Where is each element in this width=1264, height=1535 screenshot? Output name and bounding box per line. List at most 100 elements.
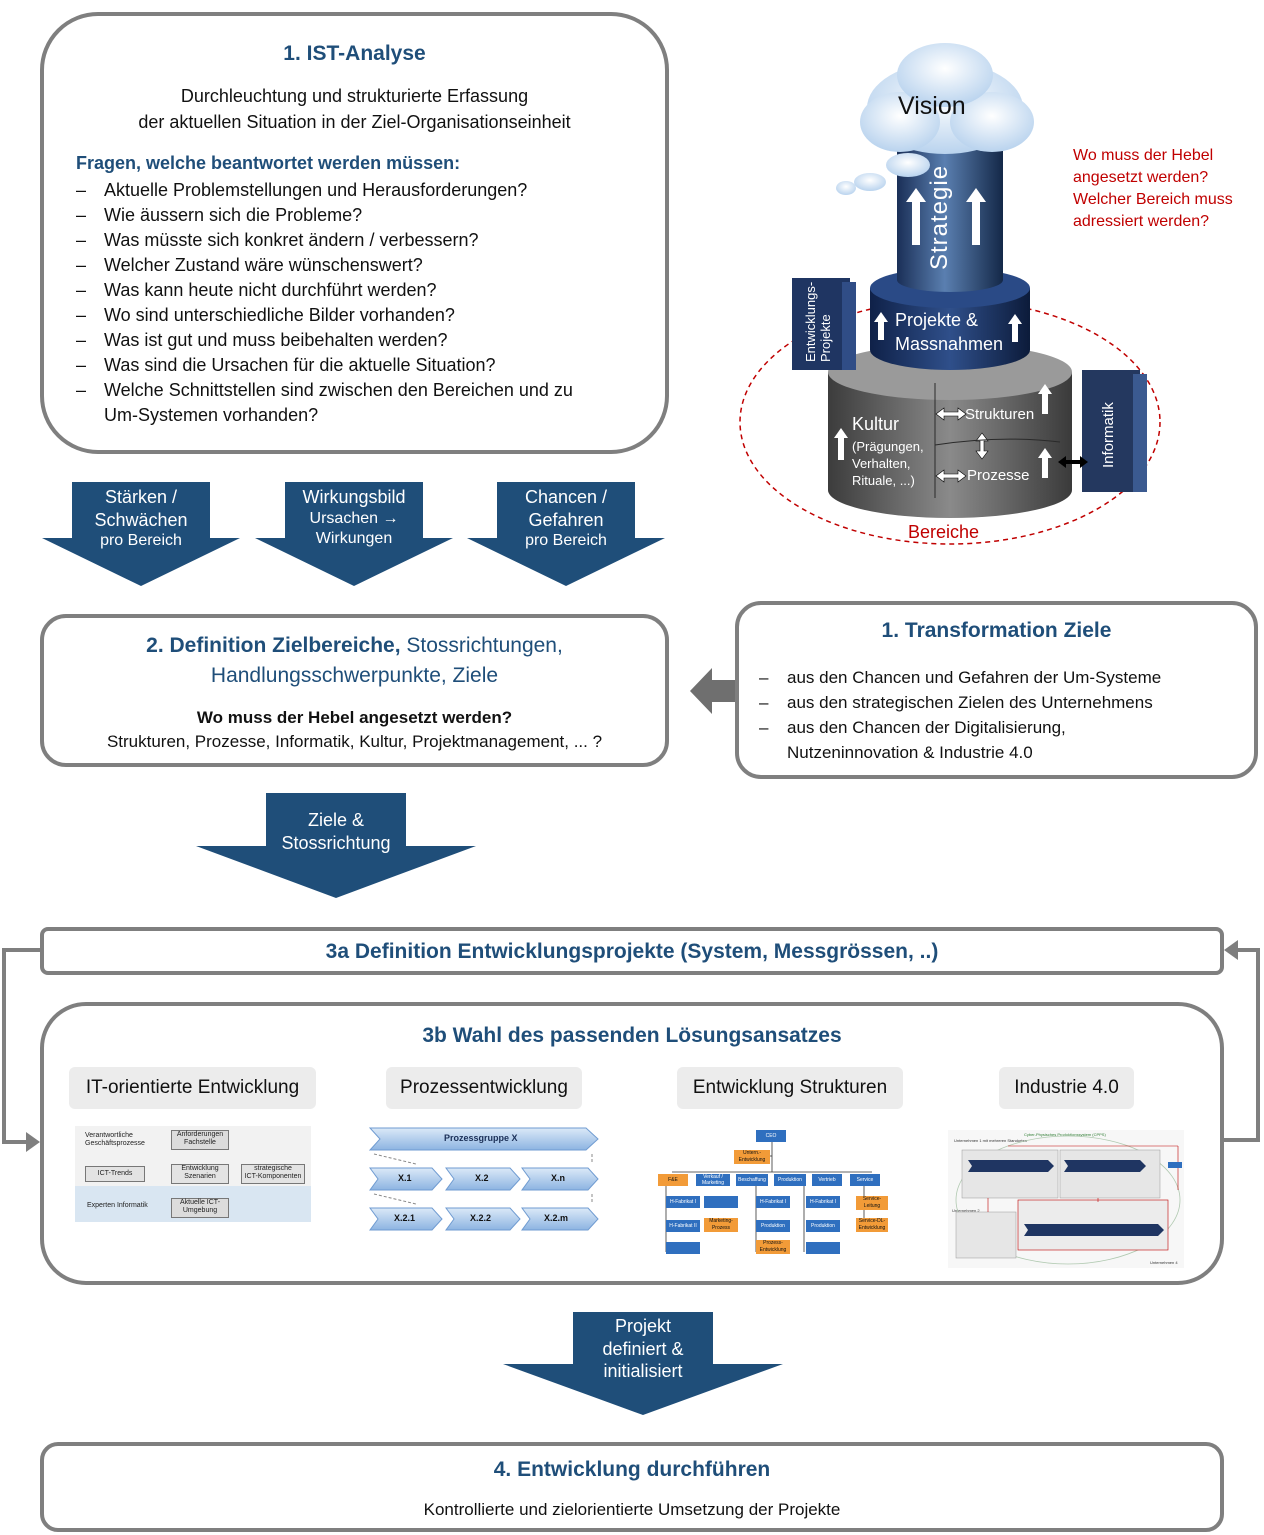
definition-question: Wo muss der Hebel angesetzt werden? <box>196 708 513 727</box>
arrow-line: Wirkungsbild <box>302 487 406 507</box>
step-4-title: 4. Entwicklung durchführen <box>493 1458 771 1481</box>
transformation-title: 1. Transformation Ziele <box>881 619 1112 642</box>
question-item: Was kann heute nicht durchführt werden? <box>76 278 645 303</box>
org-structure-thumbnail: CEO Untern.- Entwicklung F&E Verkauf / M… <box>656 1126 892 1258</box>
org-text: Entwicklung <box>738 1157 766 1163</box>
step-4-subtitle: Kontrollierte und zielorientierte Umsetz… <box>423 1500 841 1519</box>
org-box: F&E <box>658 1174 688 1186</box>
process-group-label: Prozessgruppe X <box>444 1133 518 1143</box>
org-box: Produktion <box>806 1220 840 1232</box>
org-text: Leitung <box>863 1203 881 1209</box>
transformation-list: aus den Chancen und Gefahren der Um-Syst… <box>759 665 1244 765</box>
org-box: Service <box>850 1174 880 1186</box>
feedback-loop-lines <box>2 940 1260 1152</box>
question-item: Was müsste sich konkret ändern / verbess… <box>76 228 645 253</box>
thumb-text: Fachstelle <box>184 1139 216 1146</box>
process-step-label: X.n <box>551 1173 566 1183</box>
question-item: Aktuelle Problemstellungen und Herausfor… <box>76 178 645 203</box>
arrow-line: definiert & <box>602 1338 684 1359</box>
org-text: Marketing <box>702 1180 724 1186</box>
arrow-line: pro Bereich <box>100 532 182 549</box>
thumb-text: ICT-Trends <box>85 1166 145 1182</box>
question-item: Wo sind unterschiedliche Bilder vorhande… <box>76 303 645 328</box>
step-3b-title: 3b Wahl des passenden Lösungsansatzes <box>422 1024 842 1047</box>
question-item: Was sind die Ursachen für die aktuelle S… <box>76 353 645 378</box>
ist-title: 1. IST-Analyse <box>283 42 426 65</box>
org-text: Entwicklung <box>858 1225 886 1231</box>
thumb-text: strategische <box>254 1165 292 1172</box>
ist-subtitle-1: Durchleuchtung und strukturierte Erfassu… <box>180 86 529 106</box>
process-step-label: X.1 <box>398 1173 412 1183</box>
thumb-text: Anforderungen <box>176 1131 224 1138</box>
approach-industry-4-0: Industrie 4.0 <box>999 1067 1134 1109</box>
process-step-label: X.2 <box>475 1173 489 1183</box>
thumb-text: Aktuelle ICT- <box>179 1199 221 1206</box>
left-arrow-icon <box>690 668 736 714</box>
approach-structures: Entwicklung Strukturen <box>677 1067 903 1109</box>
questions-list: Aktuelle Problemstellungen und Herausfor… <box>76 178 645 428</box>
approach-process-development: Prozessentwicklung <box>386 1067 582 1109</box>
culture-sub-3: Rituale, ...) <box>852 473 915 488</box>
arrow-opportunities-risks: Chancen / Gefahren pro Bereich <box>467 482 665 586</box>
transformation-item: aus den Chancen der Digitalisierung, <box>759 715 1244 740</box>
transformation-box: 1. Transformation Ziele aus den Chancen … <box>735 601 1258 779</box>
down-arrow-shape <box>467 482 665 586</box>
arrow-line: Chancen / <box>524 487 608 507</box>
culture-sub-1: (Prägungen, <box>852 439 924 454</box>
culture-sub: (Prägungen, Verhalten, Rituale, ...) <box>852 438 924 489</box>
process-step-label: X.2.1 <box>394 1213 416 1223</box>
question-item: Wie äussern sich die Probleme? <box>76 203 645 228</box>
question-item-continued: Um-Systemen vorhanden? <box>104 405 319 425</box>
org-connectors <box>665 1142 872 1252</box>
arrow-line: pro Bereich <box>525 532 607 549</box>
down-arrow-shape <box>503 1312 783 1415</box>
lever-question-red: Wo muss der Hebel angesetzt werden? Welc… <box>1073 145 1233 233</box>
structures-label: Strukturen <box>965 406 1035 423</box>
org-text: Marketing- <box>709 1218 733 1224</box>
arrow-line: Ziele & <box>307 810 365 830</box>
question-item: Welcher Zustand wäre wünschenswert? <box>76 253 645 278</box>
thumb-text: Cyber-Physisches Produktionssystem (CPPS… <box>1024 1132 1106 1137</box>
development-projects-label: Entwicklungs- Projekte <box>803 282 833 362</box>
definition-box: 2. Definition Zielbereiche, Stossrichtun… <box>40 614 669 767</box>
arrow-line: Projekt <box>614 1316 672 1336</box>
org-box: Vertrieb <box>812 1174 842 1186</box>
arrow-line: Wirkungen <box>315 529 393 547</box>
step-3a-title: 3a Definition Entwicklungsprojekte (Syst… <box>325 940 939 963</box>
thumb-text: Verantwortliche <box>85 1132 133 1139</box>
question-item: Welche Schnittstellen sind zwischen den … <box>76 378 645 403</box>
thumb-text: Entwicklung <box>181 1165 219 1172</box>
ist-analysis-box: 1. IST-Analyse Durchleuchtung und strukt… <box>40 12 669 454</box>
step-3a-box: 3a Definition Entwicklungsprojekte (Syst… <box>40 927 1224 975</box>
transformation-item: aus den strategischen Zielen des Unterne… <box>759 690 1244 715</box>
arrow-line: initialisiert <box>603 1361 683 1381</box>
development-projects-line2: Projekte <box>818 314 833 362</box>
vision-label: Vision <box>898 92 966 120</box>
org-text: Service-DL- <box>858 1218 886 1224</box>
org-box: H-Fabrikat I <box>806 1196 840 1208</box>
it-development-thumbnail: Verantwortliche Geschäftsprozesse Anford… <box>75 1126 311 1222</box>
lever-question-line: adressiert werden? <box>1073 213 1210 230</box>
org-text: Prozess- <box>763 1240 783 1246</box>
areas-label: Bereiche <box>908 522 980 542</box>
lever-question-line: angesetzt werden? <box>1073 169 1209 186</box>
thumb-text: Experten Informatik <box>87 1202 148 1209</box>
strategy-label: Strategie <box>926 164 953 270</box>
org-text: Prozess <box>711 1225 731 1231</box>
arrow-goals-direction: Ziele & Stossrichtung <box>196 793 476 898</box>
org-text: Untern.- <box>742 1150 762 1156</box>
strategy-pillar-graphic <box>739 43 1161 545</box>
arrow-strengths-weaknesses: Stärken / Schwächen pro Bereich <box>42 482 240 586</box>
down-arrow-shape <box>255 482 453 586</box>
industry-4-0-thumbnail: Cyber-Physisches Produktionssystem (CPPS… <box>948 1130 1184 1268</box>
definition-areas: Strukturen, Prozesse, Informatik, Kultur… <box>106 732 603 751</box>
definition-title-bold: 2. Definition Zielbereiche, <box>146 634 401 657</box>
arrow-line: Schwächen <box>94 509 188 530</box>
org-box: Beschaffung <box>736 1174 768 1186</box>
informatics-label: Informatik <box>1100 402 1117 468</box>
transformation-item: aus den Chancen und Gefahren der Um-Syst… <box>759 665 1244 690</box>
process-step-label: X.2.m <box>544 1213 569 1223</box>
definition-title-rest: Stossrichtungen, <box>406 634 563 657</box>
questions-heading: Fragen, welche beantwortet werden müssen… <box>76 153 461 173</box>
projects-label: Projekte & <box>895 310 979 330</box>
